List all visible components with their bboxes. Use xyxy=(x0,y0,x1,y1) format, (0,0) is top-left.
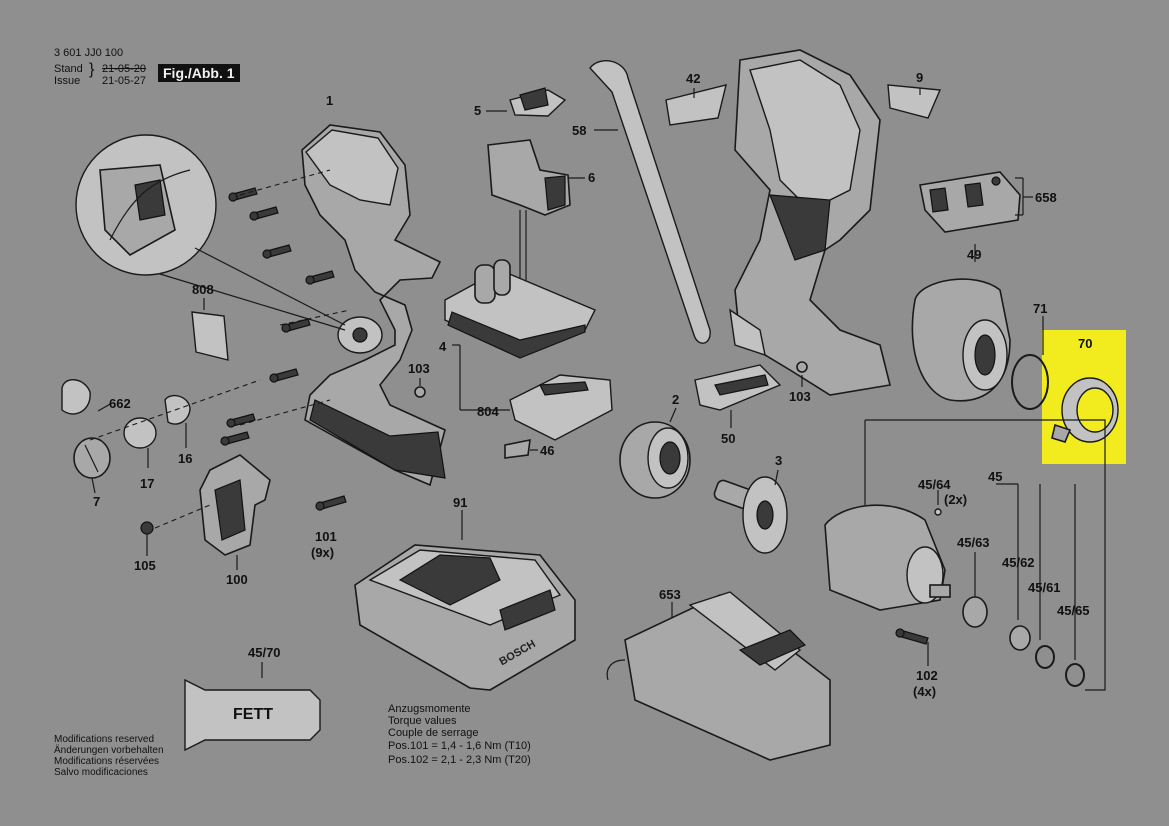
callout-5: 5 xyxy=(474,103,482,118)
callout-804: 804 xyxy=(477,404,499,419)
torque-line-1: Anzugsmomente xyxy=(388,703,471,715)
date-new: 21-05-27 xyxy=(102,75,147,87)
callout-653: 653 xyxy=(659,587,681,602)
callout-662: 662 xyxy=(109,396,131,411)
torque-line-2: Torque values xyxy=(388,715,457,727)
callout-45-64: 45/64 xyxy=(918,477,951,492)
issue-label: Issue xyxy=(54,75,81,87)
grease-tube-label: FETT xyxy=(233,706,273,723)
torque-line-3: Couple de serrage xyxy=(388,727,479,739)
switch-assembly xyxy=(486,87,585,285)
ring-70 xyxy=(1051,377,1119,443)
nut-103-right xyxy=(796,361,808,373)
callout-101: 101 xyxy=(315,529,337,544)
detail-zoom-circle xyxy=(75,134,346,331)
callout-103-left: 103 xyxy=(408,361,430,376)
callout-102: 102 xyxy=(916,668,938,683)
motor-rotor-3 xyxy=(713,469,788,554)
motor-stator-2 xyxy=(619,407,691,499)
led-holder-658 xyxy=(919,171,1033,262)
small-parts-left xyxy=(61,379,261,494)
torque-pos-101: Pos.101 = 1,4 - 1,6 Nm (T10) xyxy=(388,740,531,752)
callout-17: 17 xyxy=(140,476,155,491)
gearbox-rings xyxy=(962,552,1085,687)
part-number: 3 601 JJ0 100 xyxy=(54,47,124,59)
belt-clip-100 xyxy=(140,454,271,570)
grease-tube-45-70 xyxy=(184,662,321,752)
callout-45-64-qty: (2x) xyxy=(944,492,968,507)
callout-1: 1 xyxy=(326,93,334,108)
callout-101-qty: (9x) xyxy=(311,545,335,560)
label-9 xyxy=(887,84,942,119)
callout-808: 808 xyxy=(192,282,214,297)
callout-2: 2 xyxy=(672,392,680,407)
modifications-line-4: Salvo modificaciones xyxy=(54,767,148,778)
callout-45-61: 45/61 xyxy=(1028,580,1061,595)
nut-103-left xyxy=(414,386,426,398)
callout-71: 71 xyxy=(1033,301,1048,316)
callout-4: 4 xyxy=(439,339,447,354)
callout-102-qty: (4x) xyxy=(913,684,937,699)
battery-91 xyxy=(354,510,576,691)
charger-653 xyxy=(606,591,831,761)
brace: } xyxy=(89,61,95,78)
callout-45: 45 xyxy=(988,469,1003,484)
label-42 xyxy=(665,84,727,126)
o-ring-71 xyxy=(1011,354,1049,410)
housing-screws xyxy=(220,169,351,511)
modifications-line-1: Modifications reserved xyxy=(54,734,155,745)
callout-16: 16 xyxy=(178,451,193,466)
housing-left-half xyxy=(301,124,446,487)
gearbox-45 xyxy=(824,419,1106,691)
callout-103-right: 103 xyxy=(789,389,811,404)
figure-label: Fig./Abb. 1 xyxy=(158,64,240,82)
strap-58 xyxy=(589,60,711,344)
torque-pos-102: Pos.102 = 2,1 - 2,3 Nm (T20) xyxy=(388,754,531,766)
callout-58: 58 xyxy=(572,123,587,138)
callout-45-65: 45/65 xyxy=(1057,603,1090,618)
callout-45-62: 45/62 xyxy=(1002,555,1035,570)
pcb-4 xyxy=(444,259,596,411)
plate-804 xyxy=(504,374,613,459)
date-old: 21-05-20 xyxy=(102,63,147,75)
callout-42: 42 xyxy=(686,71,701,86)
callout-50: 50 xyxy=(721,431,736,446)
callout-105: 105 xyxy=(134,558,156,573)
modifications-line-2: Änderungen vorbehalten xyxy=(54,745,164,756)
callout-7: 7 xyxy=(93,494,101,509)
label-pad-808 xyxy=(191,311,229,361)
callout-6: 6 xyxy=(588,170,596,185)
callout-45-70: 45/70 xyxy=(248,645,281,660)
front-housing-49 xyxy=(911,278,1011,402)
housing-right-half xyxy=(729,49,891,396)
callout-9: 9 xyxy=(916,70,924,85)
modifications-line-3: Modifications réservées xyxy=(54,756,160,767)
callout-3: 3 xyxy=(775,453,783,468)
stand-label: Stand xyxy=(54,63,83,75)
callout-70: 70 xyxy=(1078,336,1093,351)
callout-49: 49 xyxy=(967,247,982,262)
callout-658: 658 xyxy=(1035,190,1057,205)
callout-100: 100 xyxy=(226,572,248,587)
callout-45-63: 45/63 xyxy=(957,535,990,550)
callout-91: 91 xyxy=(453,495,468,510)
callout-46: 46 xyxy=(540,443,555,458)
